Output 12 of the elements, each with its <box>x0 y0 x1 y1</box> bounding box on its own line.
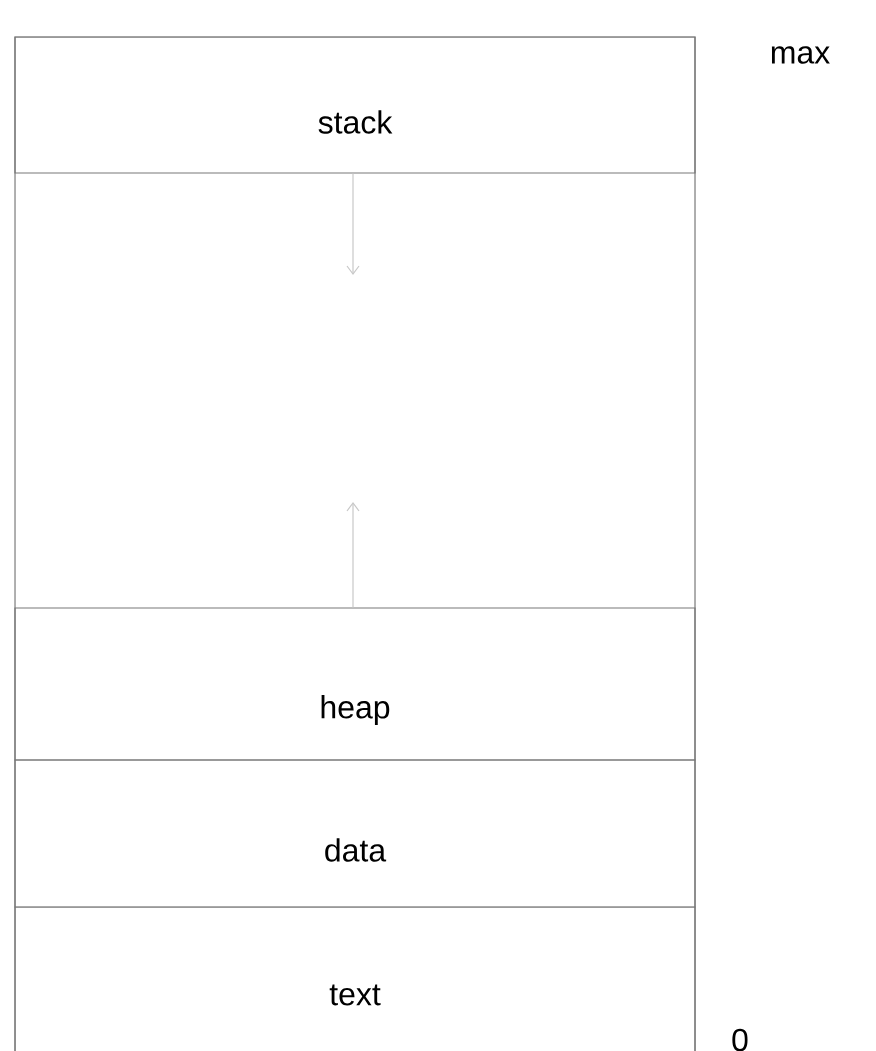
arrow <box>346 173 360 275</box>
memory-segment <box>14 36 696 174</box>
arrow <box>346 502 360 608</box>
segment-label: text <box>329 984 381 1006</box>
memory-segment <box>14 607 696 761</box>
address-label: max <box>771 46 830 64</box>
memory-segment <box>14 759 696 908</box>
segment-label: stack <box>318 110 393 134</box>
address-label: 0 <box>732 1028 748 1051</box>
segment-label: heap <box>321 695 390 725</box>
memory-segment <box>14 906 696 1051</box>
segment-label: data <box>325 838 387 862</box>
